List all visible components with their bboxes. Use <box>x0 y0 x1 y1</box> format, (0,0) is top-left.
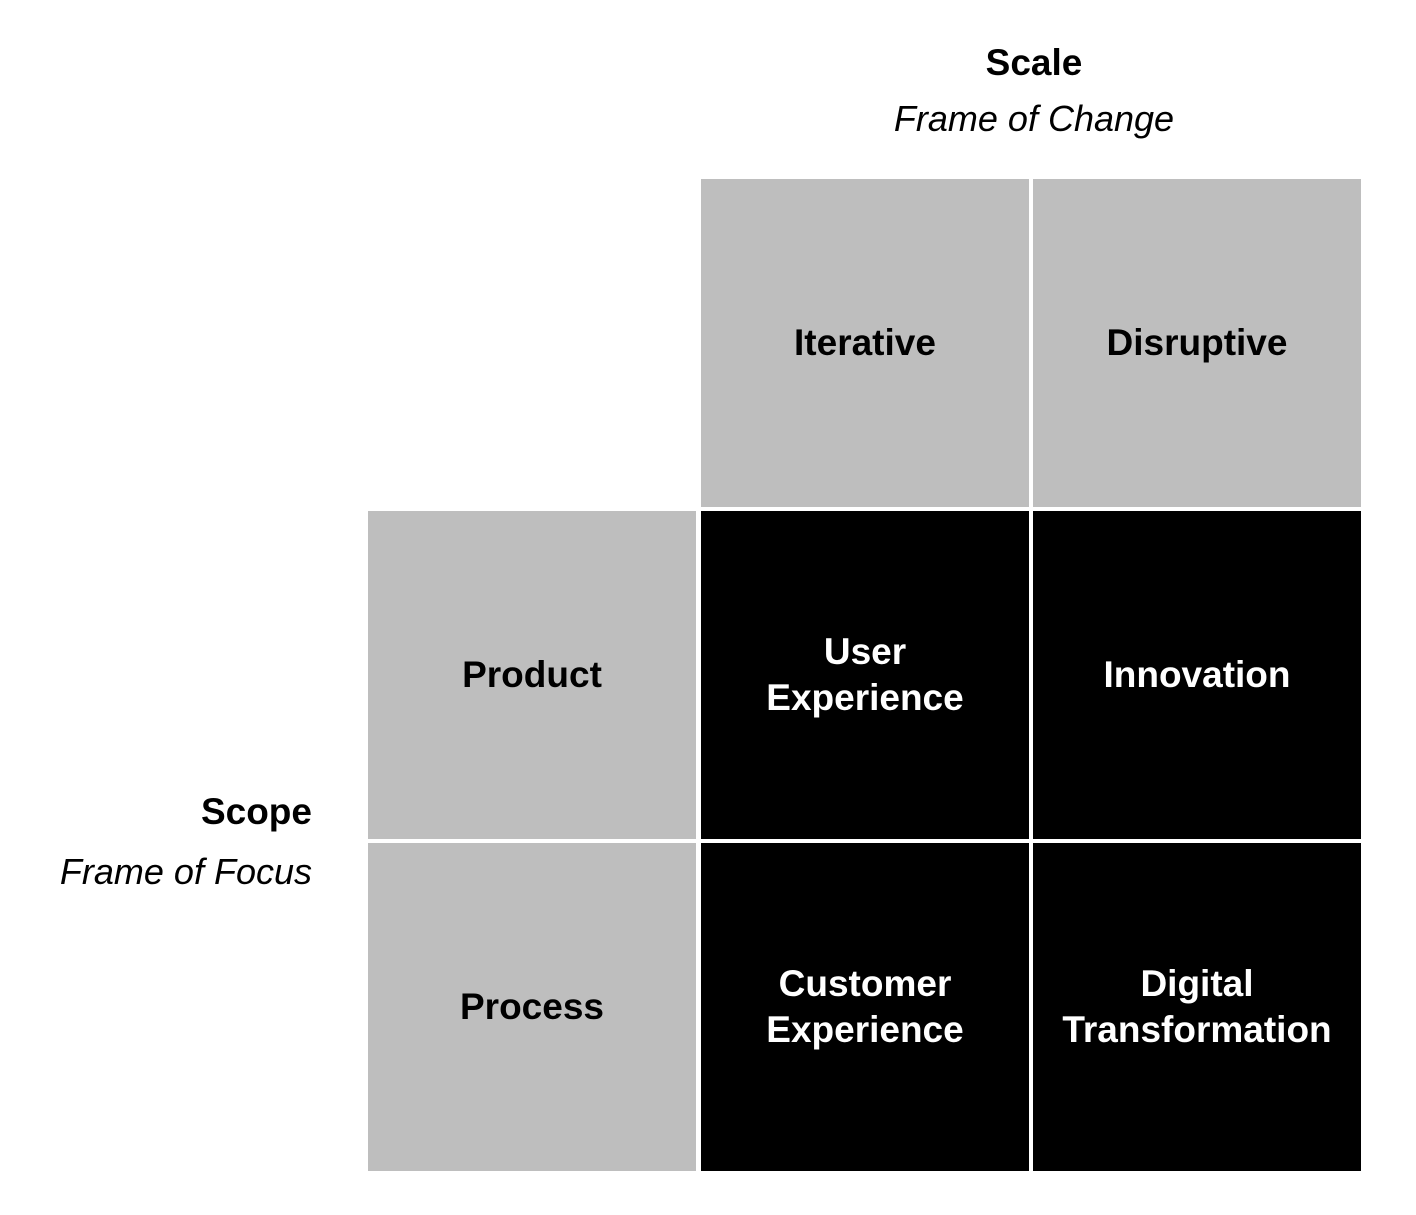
scope-axis-title: Scope <box>200 791 312 832</box>
matrix-cell-customer-experience: Customer Experience <box>701 843 1029 1171</box>
row-header-label: Product <box>462 654 602 695</box>
matrix-cell-label: User Experience <box>766 631 964 718</box>
matrix-cell-user-experience: User Experience <box>701 511 1029 839</box>
matrix-cell-label: Digital Transformation <box>1062 963 1332 1050</box>
matrix-cell-label: Innovation <box>1103 654 1291 695</box>
column-header-iterative: Iterative <box>701 179 1029 507</box>
matrix-cell-label: Customer Experience <box>766 963 964 1050</box>
column-header-disruptive: Disruptive <box>1033 179 1361 507</box>
column-header-label: Disruptive <box>1106 322 1288 363</box>
matrix-cell-digital-transformation: Digital Transformation <box>1033 843 1361 1171</box>
row-header-process: Process <box>368 843 696 1171</box>
row-header-label: Process <box>460 986 604 1027</box>
column-header-label: Iterative <box>794 322 936 363</box>
scope-axis-subtitle: Frame of Focus <box>59 851 312 892</box>
scale-axis-title: Scale <box>985 42 1083 83</box>
row-header-product: Product <box>368 511 696 839</box>
scale-axis-subtitle: Frame of Change <box>893 98 1175 139</box>
matrix-cell-innovation: Innovation <box>1033 511 1361 839</box>
